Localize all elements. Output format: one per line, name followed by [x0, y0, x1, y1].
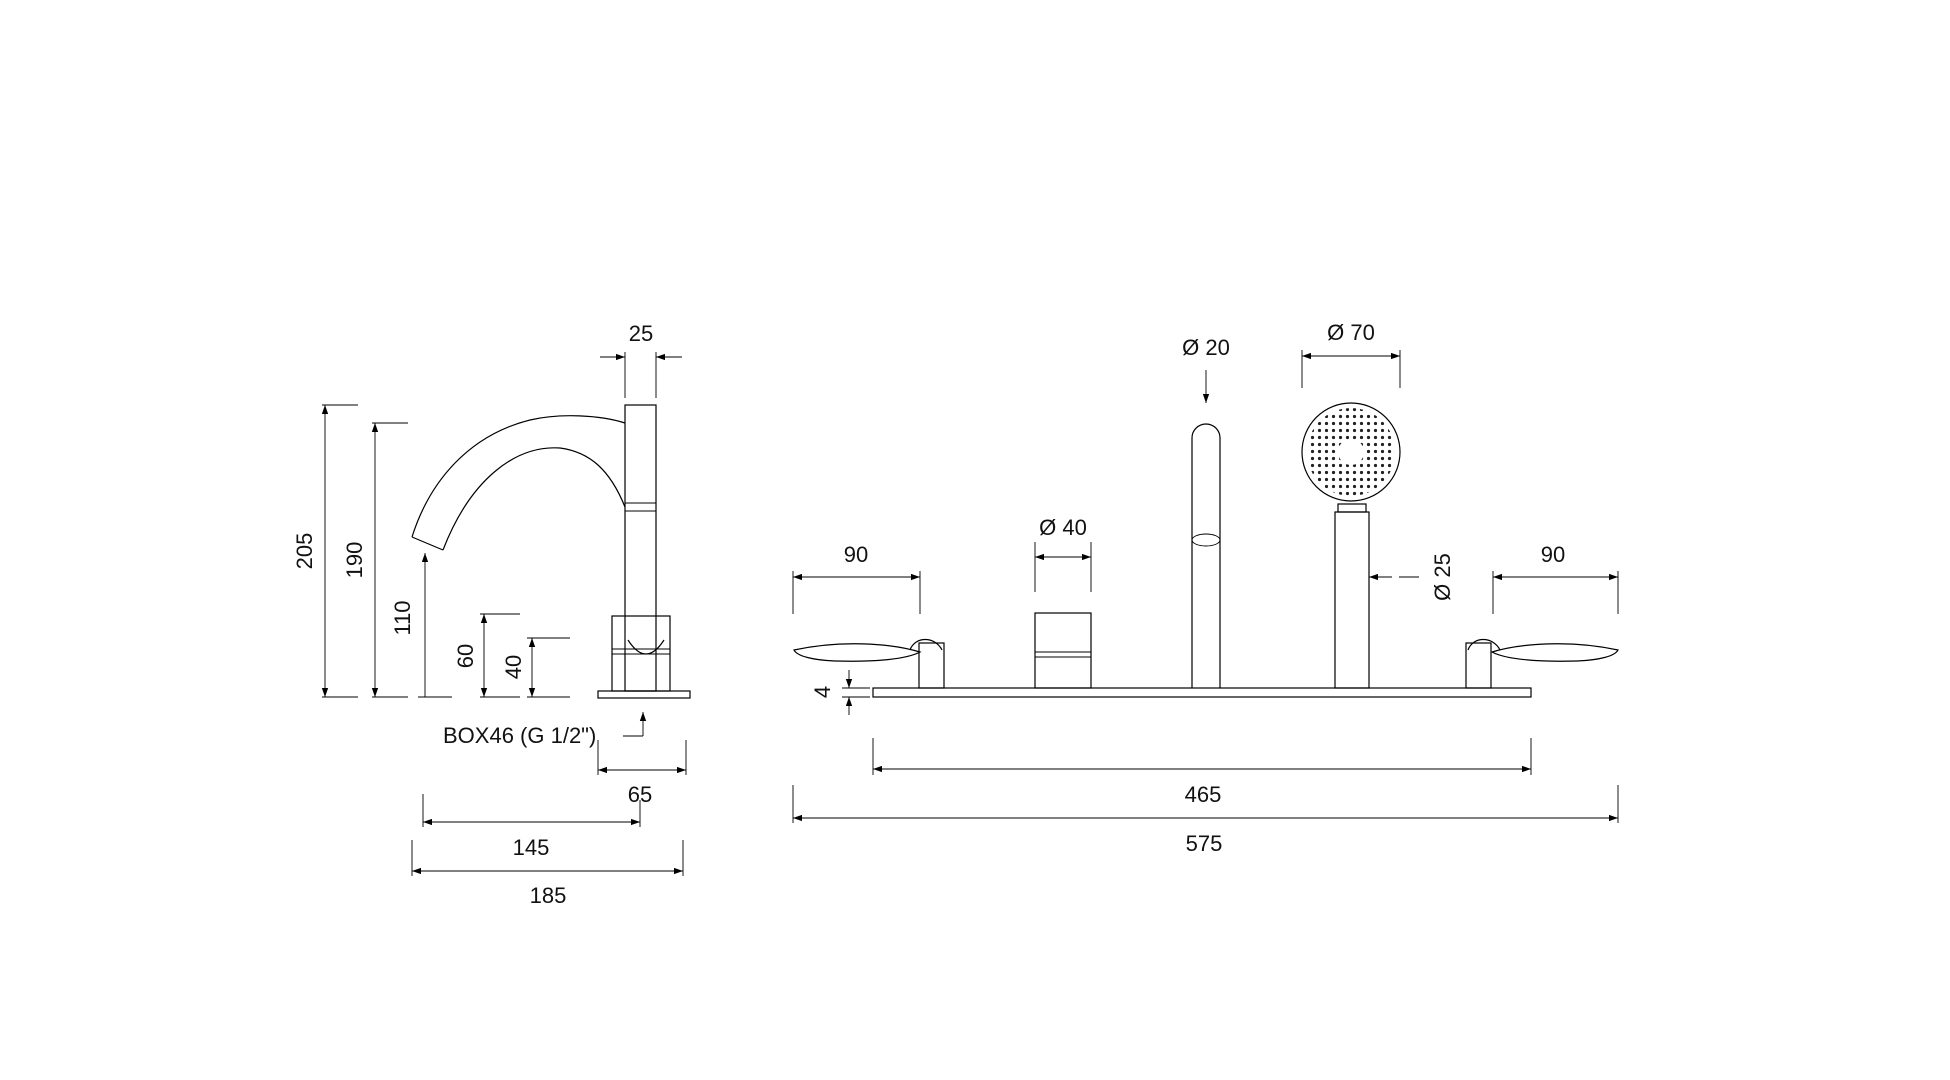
dim-shower-70: Ø 70	[1301, 320, 1401, 388]
dim-height-60: 60	[453, 613, 520, 698]
dim-depth-185-label: 185	[530, 883, 567, 908]
dim-top-width-label: 25	[629, 321, 653, 346]
dim-reach-145-label: 145	[513, 835, 550, 860]
dim-spout-20: Ø 20	[1182, 335, 1230, 403]
dim-right-handle-90-label: 90	[1541, 542, 1565, 567]
diverter-knob	[1034, 612, 1092, 689]
dim-diverter-40-label: Ø 40	[1039, 515, 1087, 540]
box-callout: BOX46 (G 1/2")	[443, 712, 647, 748]
dim-height-40-label: 40	[501, 655, 526, 679]
dim-height-205-label: 205	[292, 533, 317, 570]
spout-column	[1191, 423, 1221, 688]
dim-shower-handle-25: Ø 25	[1369, 553, 1455, 601]
dim-base-65: 65	[597, 740, 687, 807]
dim-diverter-40: Ø 40	[1034, 515, 1092, 592]
side-view: 25 205 190 110 60	[292, 321, 691, 908]
hand-shower	[1301, 402, 1401, 689]
dim-right-handle-90: 90	[1492, 542, 1619, 614]
right-lever-handle	[1465, 638, 1619, 689]
dim-plate-thickness-4-label: 4	[810, 686, 835, 698]
dim-left-handle-90: 90	[792, 542, 921, 614]
box-callout-label: BOX46 (G 1/2")	[443, 723, 596, 748]
dim-spout-20-label: Ø 20	[1182, 335, 1230, 360]
left-lever-handle	[793, 638, 945, 689]
dim-overall-575-label: 575	[1186, 831, 1223, 856]
dim-height-190-label: 190	[342, 542, 367, 579]
dim-height-110-label: 110	[390, 600, 415, 635]
deck-plate	[872, 687, 1532, 698]
dim-height-110: 110	[390, 553, 452, 698]
dim-plate-465-label: 465	[1185, 782, 1222, 807]
dim-height-190: 190	[342, 422, 408, 698]
dim-left-handle-90-label: 90	[844, 542, 868, 567]
dim-plate-thickness-4: 4	[810, 670, 870, 715]
dim-shower-70-label: Ø 70	[1327, 320, 1375, 345]
dim-reach-145: 145	[422, 794, 641, 860]
dim-depth-185: 185	[411, 840, 684, 908]
faucet-side-profile	[411, 404, 691, 699]
dim-height-60-label: 60	[453, 644, 478, 668]
dim-plate-465: 465	[872, 738, 1532, 807]
dim-height-40: 40	[501, 637, 570, 698]
dim-overall-575: 575	[792, 785, 1619, 856]
dim-shower-handle-25-label: Ø 25	[1430, 553, 1455, 601]
dim-top-width: 25	[600, 321, 682, 398]
front-view: 90 Ø 40 Ø 20 Ø 70 Ø 25	[792, 320, 1619, 856]
dim-height-205: 205	[292, 404, 358, 698]
